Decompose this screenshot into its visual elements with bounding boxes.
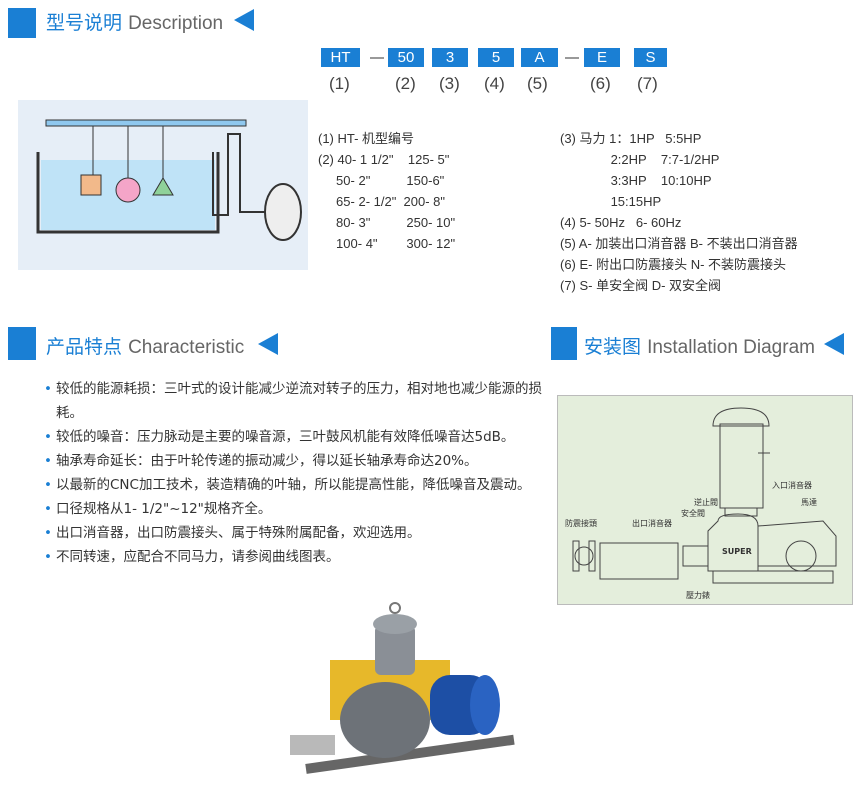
feature-item: 较低的噪音：压力脉动是主要的噪音源，三叶鼓风机能有效降低噪音达5dB。: [44, 425, 554, 449]
characteristic-heading: 产品特点 Characteristic: [46, 336, 245, 358]
spec-line: (4) 5- 50Hz 6- 60Hz: [560, 215, 682, 230]
feature-item: 不同转速，应配合不同马力，请参阅曲线图表。: [44, 545, 554, 569]
description-heading: 型号说明 Description: [46, 12, 224, 34]
code-box: 50: [388, 48, 424, 67]
code-box: A: [521, 48, 558, 67]
spec-line: 2:2HP 7:7-1/2HP: [560, 152, 720, 167]
label-pressure-gauge: 壓力錶: [686, 591, 710, 600]
code-box: 3: [432, 48, 468, 67]
dash: [370, 57, 384, 59]
code-number: (5): [527, 74, 548, 93]
code-number: (4): [484, 74, 505, 93]
code-number: (6): [590, 74, 611, 93]
spec-line: 80- 3" 250- 10": [318, 215, 456, 230]
spec-line: 65- 2- 1/2" 200- 8": [318, 194, 446, 209]
feature-item: 以最新的CNC加工技术，装造精确的叶轴，所以能提高性能，降低噪音及震动。: [44, 473, 554, 497]
code-number: (2): [395, 74, 416, 93]
feature-item: 轴承寿命延长：由于叶轮传递的振动减少，得以延长轴承寿命达20%。: [44, 449, 554, 473]
spec-line: 15:15HP: [560, 194, 662, 209]
label-motor: 馬達: [801, 498, 817, 507]
spec-line: (2) 40- 1 1/2" 125- 5": [318, 152, 450, 167]
label-check-valve: 逆止閥: [694, 498, 718, 507]
label-brand: SUPER: [722, 547, 752, 556]
spec-line: (6) E- 附出口防震接头 N- 不装防震接头: [560, 257, 787, 272]
section-marker: [551, 327, 577, 360]
feature-item: 较低的能源耗损：三叶式的设计能减少逆流对转子的压力，相对地也减少能源的损耗。: [44, 377, 554, 425]
spec-line: (1) HT- 机型编号: [318, 131, 415, 146]
spec-line: (7) S- 单安全阀 D- 双安全阀: [560, 278, 722, 293]
triangle-icon: [824, 333, 844, 355]
code-number: (7): [637, 74, 658, 93]
code-number: (1): [329, 74, 350, 93]
code-box: E: [584, 48, 620, 67]
dash: [565, 57, 579, 59]
spec-line: 100- 4" 300- 12": [318, 236, 456, 251]
label-outlet-silencer: 出口消音器: [632, 519, 672, 528]
code-box: HT: [321, 48, 360, 67]
label-safety-valve: 安全閥: [681, 509, 705, 518]
feature-item: 出口消音器，出口防震接头、属于特殊附属配备，欢迎选用。: [44, 521, 554, 545]
triangle-icon: [258, 333, 278, 355]
section-marker: [8, 327, 36, 360]
spec-column-1: (1) HT- 机型编号 (2) 40- 1 1/2" 125- 5" 50- 2…: [318, 107, 455, 275]
spec-line: 50- 2" 150-6": [318, 173, 445, 188]
spec-line: 3:3HP 10:10HP: [560, 173, 712, 188]
section-marker: [8, 8, 36, 38]
code-number: (3): [439, 74, 460, 93]
feature-list: 较低的能源耗损：三叶式的设计能减少逆流对转子的压力，相对地也减少能源的损耗。 较…: [44, 377, 554, 569]
label-anti-vibration: 防震接頭: [565, 519, 597, 528]
installation-heading: 安装图 Installation Diagram: [584, 336, 815, 358]
triangle-icon: [234, 9, 254, 31]
spec-line: (5) A- 加装出口消音器 B- 不装出口消音器: [560, 236, 798, 251]
blower-product-photo: [290, 602, 515, 774]
spec-line: (3) 马力 1：1HP 5:5HP: [560, 131, 702, 146]
installation-diagram: 入口消音器 馬達 逆止閥 安全閥 防震接頭 出口消音器 壓力錶 SUPER: [557, 395, 853, 605]
code-box: 5: [478, 48, 514, 67]
label-inlet-silencer: 入口消音器: [772, 481, 812, 490]
feature-item: 口径规格从1- 1/2"~12"规格齐全。: [44, 497, 554, 521]
spec-column-2: (3) 马力 1：1HP 5:5HP 2:2HP 7:7-1/2HP 3:3HP…: [560, 107, 798, 317]
installation-drawing: [572, 407, 837, 584]
aeration-tank-diagram: [18, 100, 308, 270]
code-box: S: [634, 48, 667, 67]
